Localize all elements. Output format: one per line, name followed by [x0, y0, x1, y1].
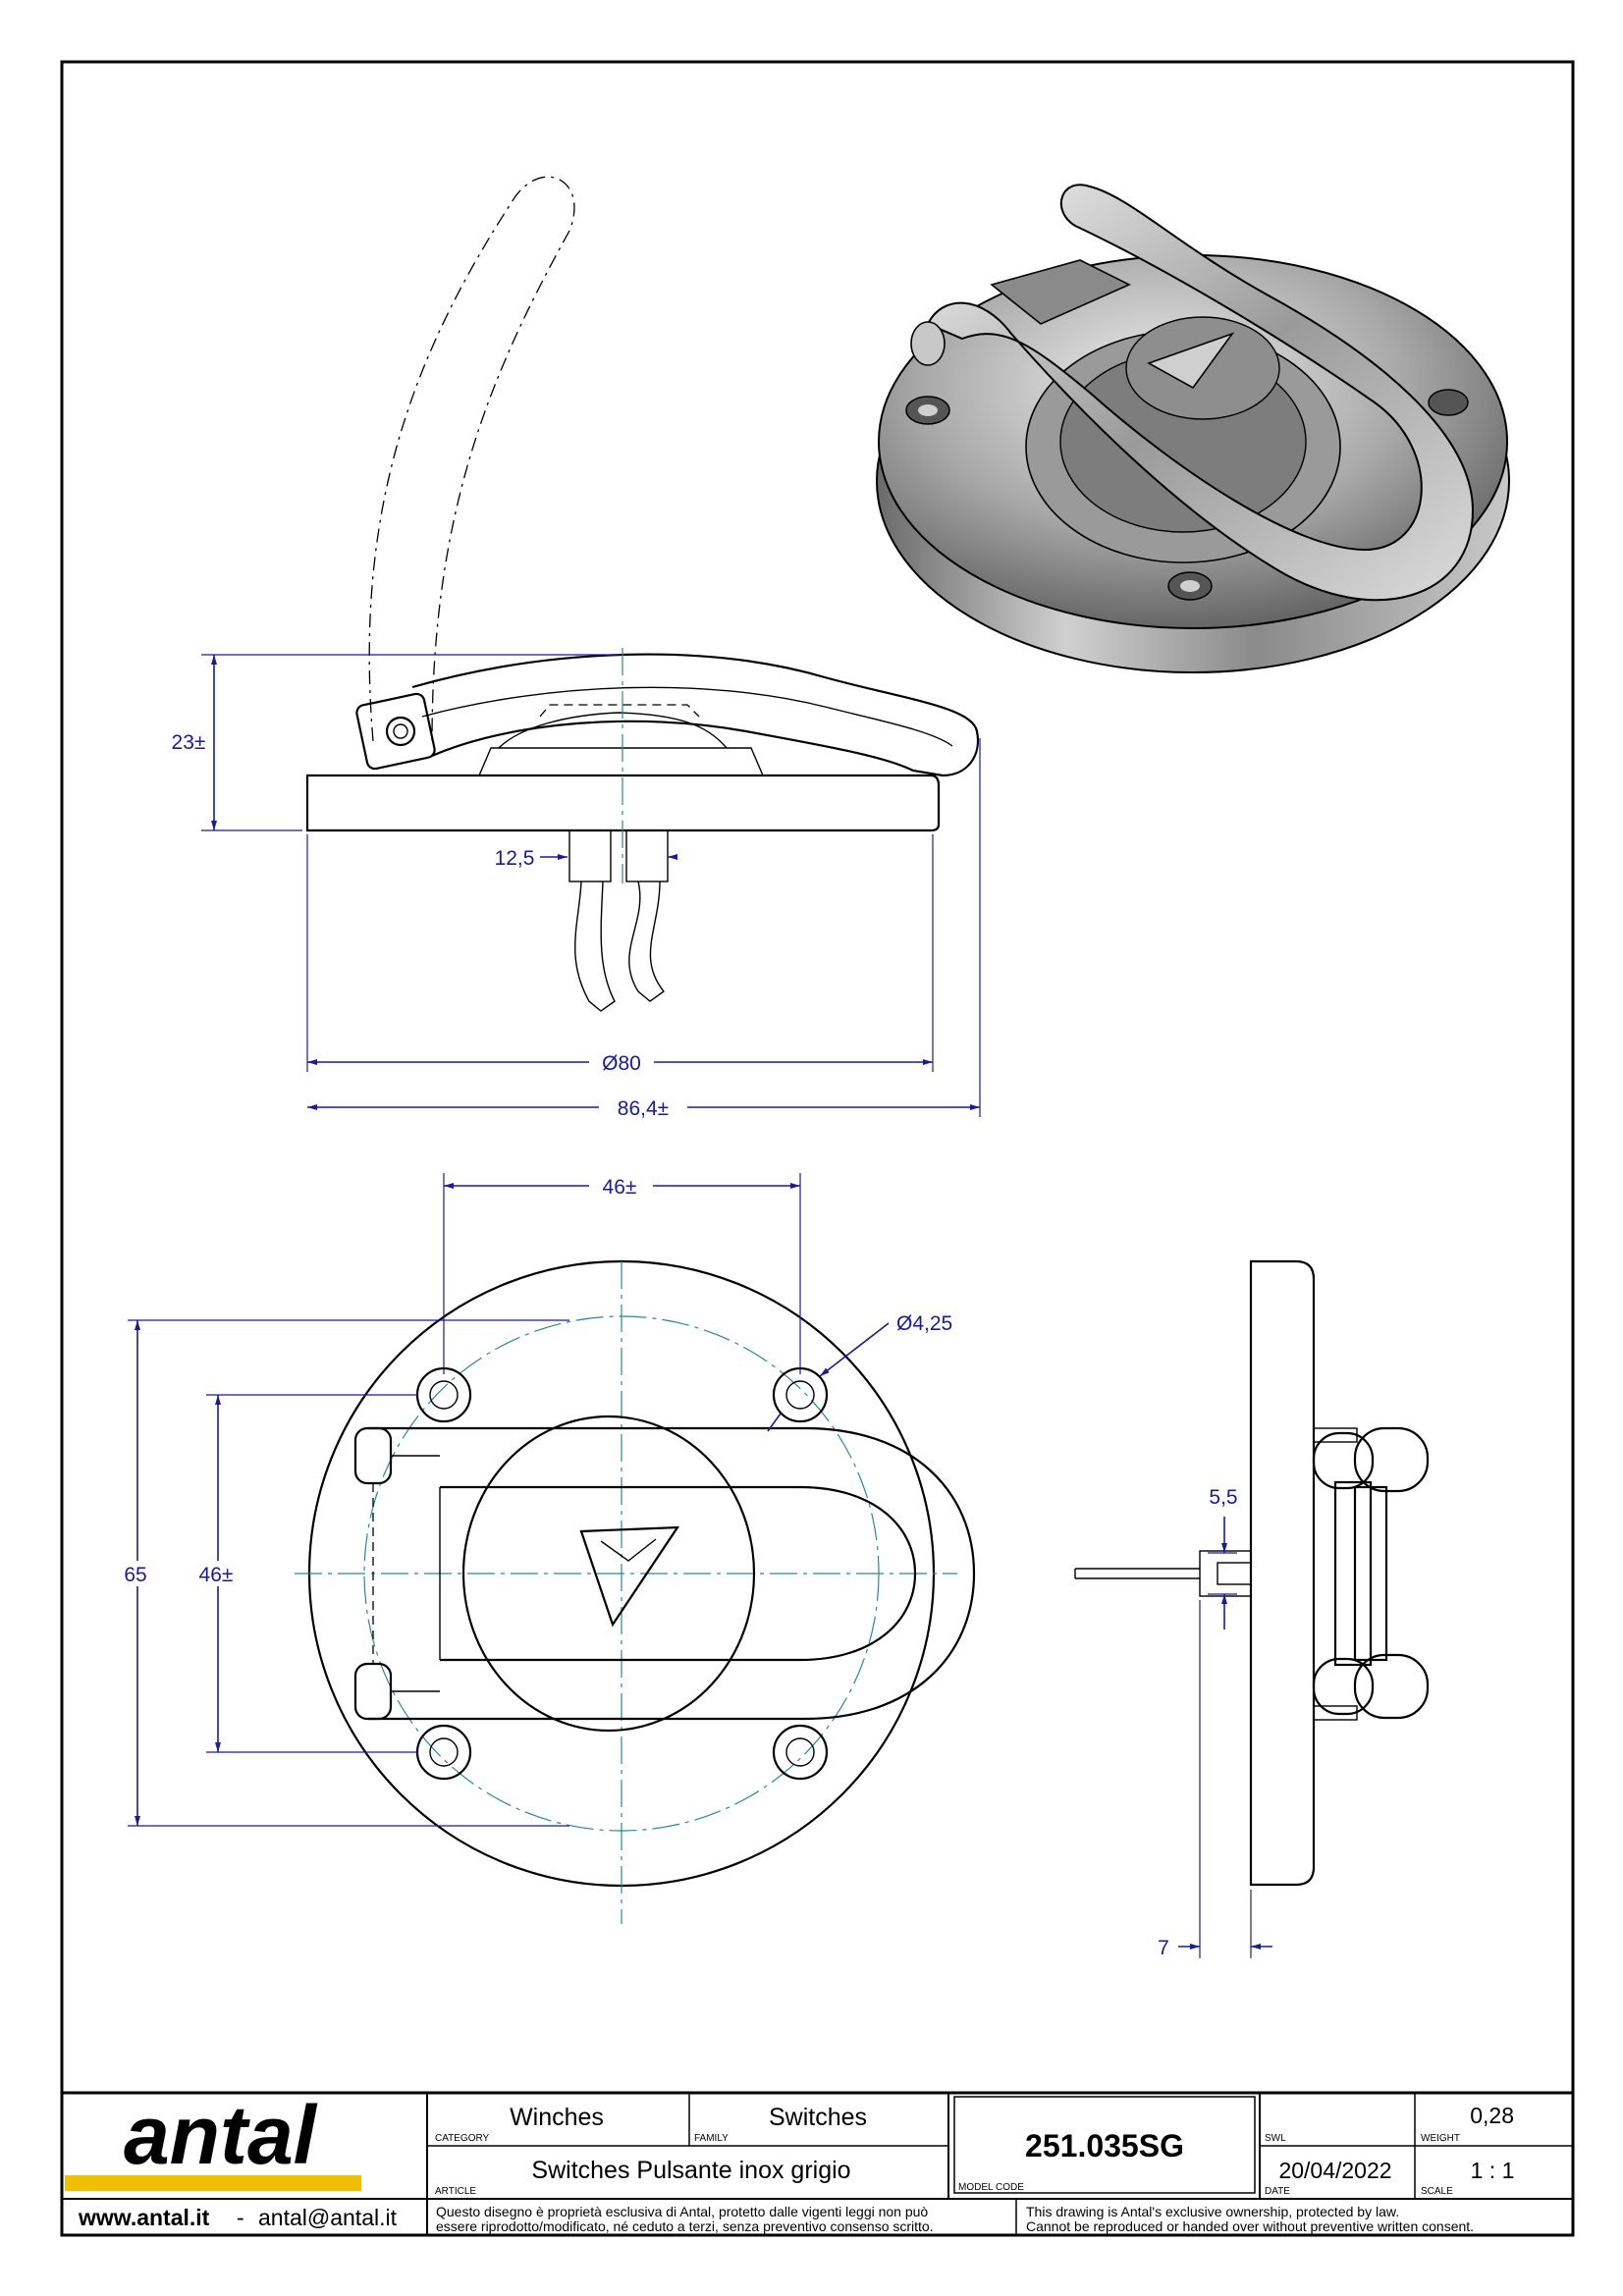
- scale-label: SCALE: [1421, 2186, 1453, 2197]
- front-view: 46± Ø4,25 65 46±: [124, 1173, 976, 1924]
- dim-cable-spacing: 12,5: [495, 847, 535, 870]
- website-link[interactable]: www.antal.it: [78, 2205, 210, 2230]
- family-label: FAMILY: [694, 2133, 729, 2144]
- model-code-value: 251.035SG: [1025, 2128, 1184, 2163]
- svg-text:antal: antal: [124, 2089, 318, 2181]
- swl-label: SWL: [1265, 2133, 1286, 2144]
- title-block: antal www.antal.it - antal@antal.it CATE…: [60, 2089, 1575, 2237]
- dim-thickness: 7: [1158, 1937, 1169, 1959]
- antal-logo: antal: [65, 2089, 361, 2191]
- notice-italian-line1: Questo disegno è proprietà esclusiva di …: [436, 2204, 928, 2219]
- dim-hole-spacing-y: 46±: [199, 1564, 234, 1586]
- dim-hole-diameter: Ø4,25: [896, 1312, 952, 1335]
- weight-label: WEIGHT: [1421, 2133, 1460, 2144]
- dim-hole-spacing-x: 46±: [603, 1176, 637, 1199]
- article-value: Switches Pulsante inox grigio: [531, 2157, 850, 2184]
- isometric-render: [876, 184, 1510, 673]
- category-value: Winches: [510, 2104, 604, 2131]
- scale-value: 1 : 1: [1471, 2158, 1515, 2183]
- dim-stem-diameter: 5,5: [1209, 1486, 1237, 1509]
- model-code-label: MODEL CODE: [958, 2182, 1024, 2193]
- dim-overall-height: 65: [124, 1564, 146, 1586]
- notice-english-line1: This drawing is Antal's exclusive owners…: [1026, 2204, 1399, 2219]
- dim-overall-length: 86,4±: [618, 1097, 669, 1120]
- dim-height: 23±: [172, 731, 206, 754]
- side-view: 23± 12,5 Ø80 86,4±: [172, 176, 981, 1120]
- weight-value: 0,28: [1470, 2103, 1514, 2128]
- article-label: ARTICLE: [435, 2186, 476, 2197]
- notice-english-line2: Cannot be reproduced or handed over with…: [1026, 2218, 1474, 2234]
- email-link[interactable]: antal@antal.it: [258, 2205, 398, 2230]
- date-value: 20/04/2022: [1278, 2158, 1391, 2183]
- notice-italian-line2: essere riprodotto/modificato, né ceduto …: [436, 2218, 934, 2234]
- right-side-view: 5,5 7: [1074, 1259, 1430, 1959]
- family-value: Switches: [769, 2104, 867, 2131]
- category-label: CATEGORY: [435, 2133, 490, 2144]
- dim-diameter: Ø80: [602, 1052, 641, 1075]
- separator-dash: -: [237, 2205, 244, 2230]
- date-label: DATE: [1265, 2186, 1290, 2197]
